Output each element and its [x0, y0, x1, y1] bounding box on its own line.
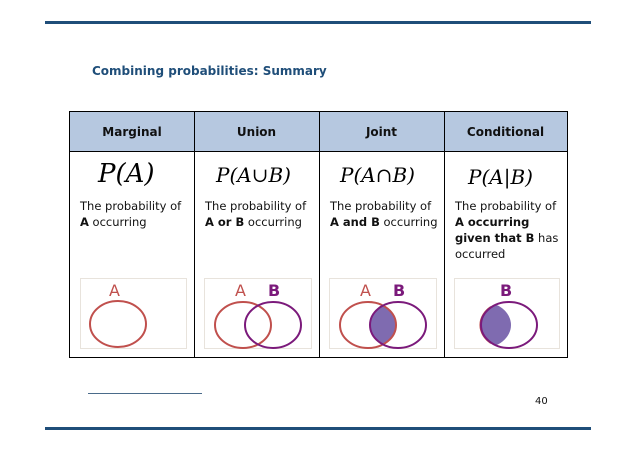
intersection-shade — [370, 302, 396, 348]
desc-joint: The probability of A and B occurring — [330, 198, 438, 230]
desc-text: occurring — [244, 215, 302, 229]
column-divider — [444, 112, 445, 357]
venn-marginal: A — [80, 278, 187, 349]
desc-text: The probability of — [205, 199, 307, 213]
circle-a — [89, 300, 147, 348]
desc-text: occurring — [88, 215, 147, 229]
desc-text: The probability — [80, 199, 171, 213]
header-joint: Joint — [319, 112, 444, 152]
formula-union: P(A∪B) — [216, 163, 291, 187]
formula-joint: P(A∩B) — [340, 163, 415, 187]
circle-a — [214, 301, 272, 349]
formula-marginal: P(A) — [98, 159, 155, 189]
venn-label-a: A — [235, 281, 246, 300]
desc-marginal: The probability of A occurring — [80, 198, 190, 230]
desc-emphasis: A — [80, 215, 89, 229]
desc-union: The probability of A or B occurring — [205, 198, 313, 230]
bottom-rule — [45, 427, 591, 430]
venn-conditional: B — [454, 278, 560, 349]
header-conditional: Conditional — [444, 112, 567, 152]
desc-text: The probability of — [455, 199, 557, 213]
conditional-shade — [481, 302, 511, 348]
column-divider — [194, 112, 195, 357]
venn-label-b: B — [268, 281, 280, 300]
circle-b — [369, 301, 427, 349]
circle-b — [480, 301, 538, 349]
summary-table: Marginal Union Joint Conditional P(A) P(… — [69, 111, 568, 358]
formula-conditional: P(A|B) — [468, 165, 533, 189]
venn-label-b: B — [393, 281, 405, 300]
footnote-rule — [88, 393, 202, 394]
desc-conditional: The probability of A occurring given tha… — [455, 198, 563, 262]
desc-emphasis: A occurring given that B — [455, 215, 535, 245]
desc-emphasis: A and B — [330, 215, 380, 229]
header-marginal: Marginal — [70, 112, 194, 152]
venn-joint: A B — [329, 278, 437, 349]
header-union: Union — [194, 112, 319, 152]
desc-text: The probability of — [330, 199, 432, 213]
venn-label-b: B — [500, 281, 512, 300]
circle-a — [339, 301, 397, 349]
column-divider — [319, 112, 320, 357]
desc-text: of — [170, 199, 182, 213]
venn-union: A B — [204, 278, 312, 349]
venn-label-a: A — [360, 281, 371, 300]
slide-subtitle: Combining probabilities: Summary — [92, 64, 327, 78]
desc-emphasis: A or B — [205, 215, 245, 229]
circle-b — [244, 301, 302, 349]
desc-text: occurring — [379, 215, 438, 229]
venn-label-a: A — [109, 281, 120, 300]
desc-text: has occurred — [455, 231, 559, 261]
top-rule — [45, 21, 591, 24]
page-number: 40 — [535, 396, 548, 407]
